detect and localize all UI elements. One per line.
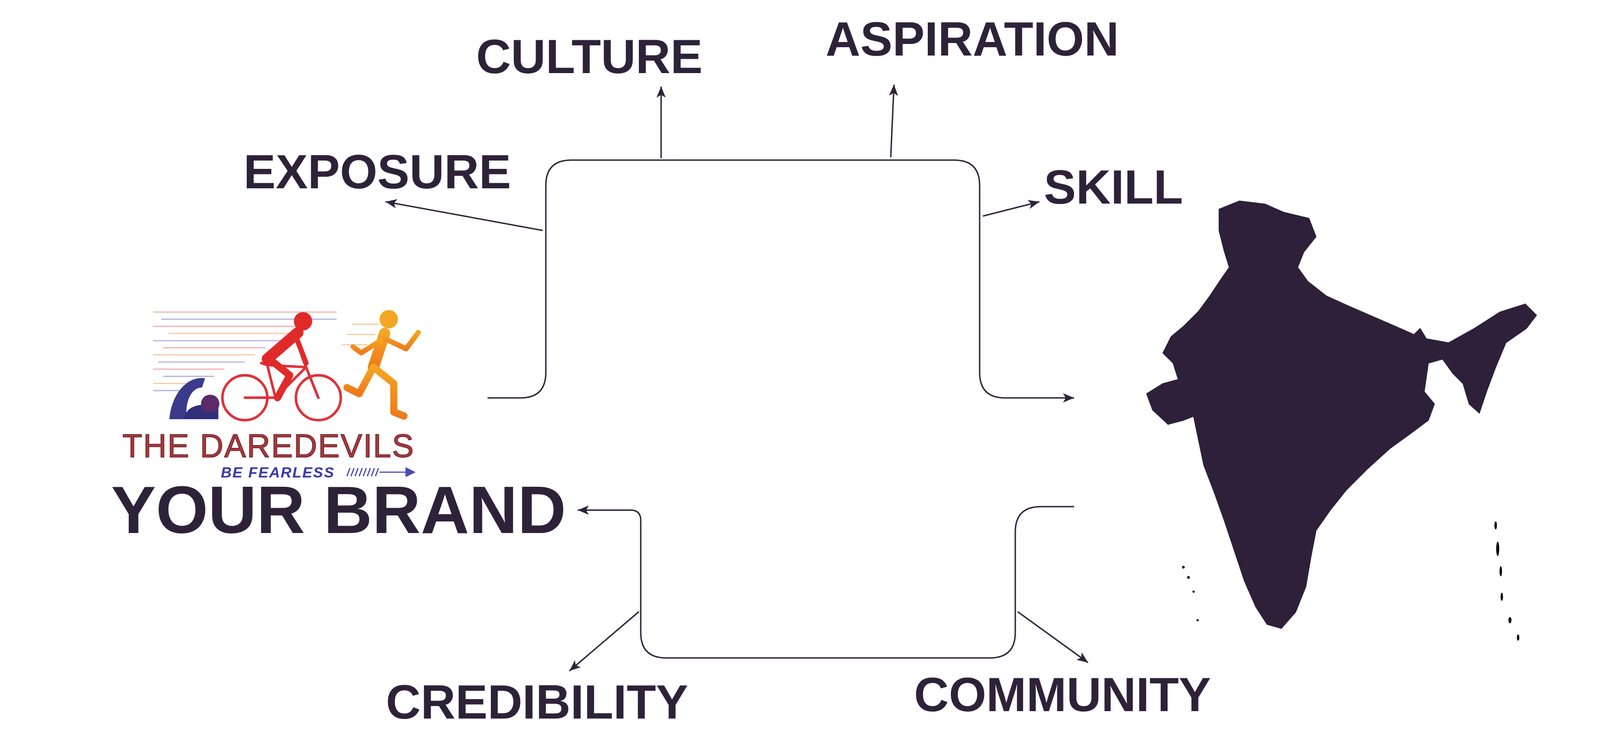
tagline-arrow (346, 468, 414, 477)
callout-label: EXPOSURE (243, 147, 512, 196)
leader-line (569, 612, 639, 672)
india-map (1074, 199, 1542, 649)
runner-figure (346, 310, 419, 417)
leader-line (1017, 612, 1088, 663)
logo-box: THE DAREDEVILSBE FEARLESS (111, 300, 488, 477)
callout-label: COMMUNITY (913, 670, 1211, 719)
callout-label: CULTURE (475, 32, 703, 81)
leader-line (660, 86, 663, 159)
india-islands (1181, 521, 1520, 642)
callout-label: CREDIBILITY (386, 678, 689, 727)
leader-line (982, 201, 1040, 217)
cyclist-figure (222, 312, 341, 421)
map-region (1074, 199, 1542, 649)
callout-label: SKILL (1043, 162, 1183, 212)
flow-connector (577, 506, 1075, 659)
callout-label: ASPIRATION (825, 14, 1119, 63)
logo-wordmark: THE DAREDEVILS (122, 430, 415, 463)
leader-line (385, 201, 543, 231)
swimmer-figure (169, 378, 220, 420)
flow-connector (487, 160, 1075, 399)
brand-text: YOUR BRAND (111, 476, 567, 544)
brand-box: YOUR BRAND (111, 476, 578, 544)
india-outline (1146, 200, 1537, 629)
leader-line (890, 84, 894, 158)
speed-lines (153, 312, 380, 391)
